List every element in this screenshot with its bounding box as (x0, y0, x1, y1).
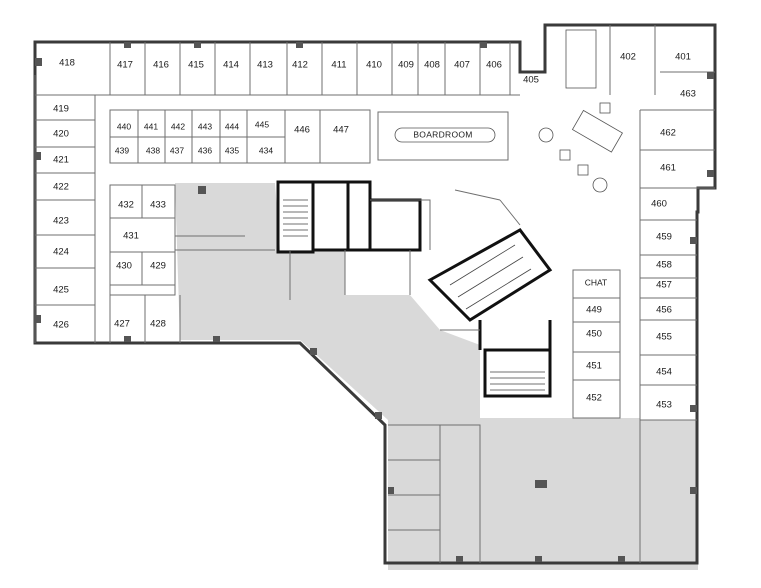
room-422-label: 422 (53, 182, 69, 193)
room-432-label: 432 (118, 200, 134, 211)
room-452-label: 452 (586, 393, 602, 404)
room-453-label: 453 (656, 400, 672, 411)
room-433-label: 433 (150, 200, 166, 211)
room-426-label: 426 (53, 320, 69, 331)
room-451-label: 451 (586, 361, 602, 372)
room-411-label: 411 (331, 60, 346, 71)
room-428-label: 428 (150, 319, 166, 330)
shaded-areas (175, 183, 698, 570)
room-417-label: 417 (117, 60, 133, 71)
room-463-label: 463 (680, 89, 696, 100)
stair-treads (283, 199, 545, 391)
room-430-label: 430 (116, 261, 132, 272)
room-441-label: 441 (144, 121, 158, 131)
room-438-label: 438 (146, 145, 160, 155)
room-415-label: 415 (188, 60, 204, 71)
room-435-label: 435 (225, 145, 239, 155)
chat-label: CHAT (585, 277, 608, 287)
furniture (394, 29, 623, 193)
room-labels: 401 402 405 406 407 408 409 410 411 412 … (53, 52, 696, 411)
room-458-label: 458 (656, 260, 672, 271)
room-414-label: 414 (223, 60, 239, 71)
boardroom-table (394, 127, 496, 143)
room-431-label: 431 (123, 231, 139, 242)
room-410-label: 410 (366, 60, 382, 71)
room-405-label: 405 (523, 75, 539, 86)
room-421-label: 421 (53, 155, 69, 166)
room-454-label: 454 (656, 367, 672, 378)
workstation-bench (565, 29, 597, 89)
room-462-label: 462 (660, 128, 676, 139)
room-439-label: 439 (115, 145, 129, 155)
room-423-label: 423 (53, 216, 69, 227)
lounge-table (571, 109, 623, 153)
room-436-label: 436 (198, 145, 212, 155)
building-outline (33, 23, 717, 565)
room-459-label: 459 (656, 232, 672, 243)
room-460-label: 460 (651, 199, 667, 210)
room-427-label: 427 (114, 319, 130, 330)
room-406-label: 406 (486, 60, 502, 71)
room-409-label: 409 (398, 60, 414, 71)
room-412-label: 412 (292, 60, 308, 71)
room-444-label: 444 (225, 121, 239, 131)
round-table (538, 127, 554, 143)
room-401-label: 401 (675, 52, 691, 63)
room-407-label: 407 (454, 60, 470, 71)
room-442-label: 442 (171, 121, 185, 131)
columns (35, 42, 714, 562)
room-440-label: 440 (117, 121, 131, 131)
room-434-label: 434 (259, 145, 273, 155)
lounge-chair (559, 149, 571, 161)
room-461-label: 461 (660, 163, 676, 174)
room-455-label: 455 (656, 332, 672, 343)
lounge-chair (599, 102, 611, 114)
room-446-label: 446 (294, 125, 310, 136)
interior-walls (34, 25, 715, 563)
room-429-label: 429 (150, 261, 166, 272)
room-425-label: 425 (53, 285, 69, 296)
room-443-label: 443 (198, 121, 212, 131)
room-413-label: 413 (257, 60, 273, 71)
boardroom-label: BOARDROOM (413, 129, 472, 139)
room-447-label: 447 (333, 125, 349, 136)
room-450-label: 450 (586, 329, 602, 340)
room-402-label: 402 (620, 52, 636, 63)
room-416-label: 416 (153, 60, 169, 71)
lounge-chair (577, 164, 589, 176)
room-437-label: 437 (170, 145, 184, 155)
room-419-label: 419 (53, 104, 69, 115)
room-424-label: 424 (53, 247, 69, 258)
room-457-label: 457 (656, 280, 672, 291)
room-449-label: 449 (586, 305, 602, 316)
room-445-label: 445 (255, 119, 269, 129)
room-456-label: 456 (656, 305, 672, 316)
room-418-label: 418 (59, 58, 75, 69)
round-table (592, 177, 608, 193)
room-420-label: 420 (53, 129, 69, 140)
room-408-label: 408 (424, 60, 440, 71)
